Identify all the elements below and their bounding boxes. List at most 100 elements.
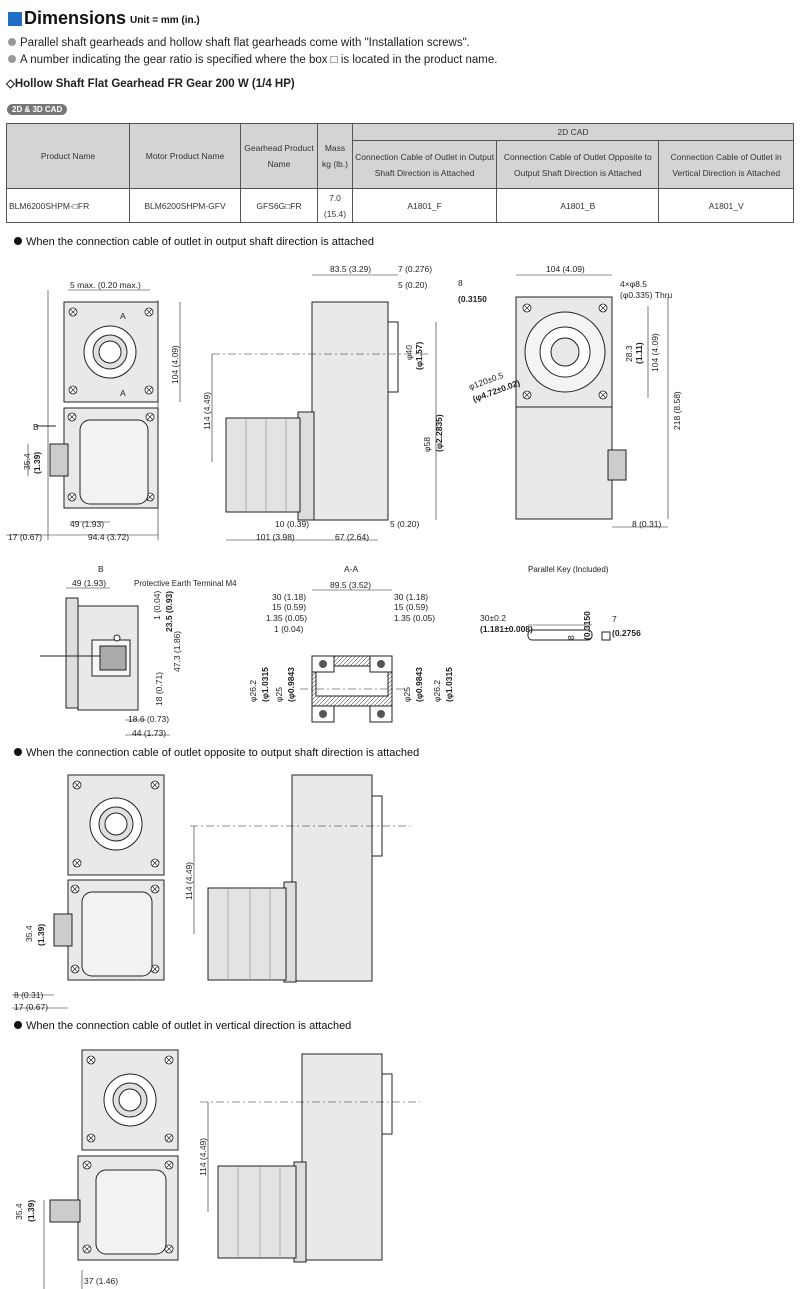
dim-8-s2: 8 (0.31) — [14, 990, 43, 1000]
dim-49: 49 (1.93) — [70, 519, 104, 529]
th-motor: Motor Product Name — [129, 123, 241, 189]
section-text: When the connection cable of outlet in o… — [26, 236, 374, 248]
dim-key-8-in: (0.3150 — [582, 611, 592, 640]
section-text: When the connection cable of outlet in v… — [26, 1020, 352, 1032]
dim-26-2-in: (φ1.0315 — [260, 667, 270, 702]
dim-26-2: φ26.2 — [248, 680, 258, 702]
page-title: Dimensions Unit = mm (in.) — [8, 8, 200, 29]
cell-cad-vertical[interactable]: A1801_V — [658, 188, 794, 223]
dim-1-b: 1 (0.04) — [152, 591, 162, 620]
dim-17: 17 (0.67) — [8, 532, 42, 542]
cell-mass: 7.0 (15.4) — [317, 188, 353, 223]
unit-label: Unit = mm (in.) — [130, 15, 200, 26]
note-text: Parallel shaft gearheads and hollow shaf… — [20, 37, 470, 49]
front-view-2 — [12, 774, 165, 1009]
dim-18: 18 (0.71) — [154, 672, 164, 706]
section-output: When the connection cable of outlet in o… — [14, 236, 374, 248]
dim-114: 114 (4.49) — [202, 392, 212, 430]
dim-15-left: 15 (0.59) — [272, 602, 306, 612]
bullet-icon — [8, 38, 16, 46]
th-cad: 2D CAD — [352, 123, 794, 141]
note-text: A number indicating the gear ratio is sp… — [20, 54, 498, 66]
dim-89-5: 89.5 (3.52) — [330, 580, 371, 590]
dim-8-rear: 8 (0.31) — [632, 519, 661, 529]
table-row: BLM6200SHPM-□FR BLM6200SHPM-GFV GFS6G□FR… — [6, 188, 794, 223]
front-view-1 — [6, 289, 181, 540]
side-view-3 — [200, 1053, 420, 1263]
dim-35-s2: 35.4 — [24, 925, 34, 942]
dim-7: 7 (0.276) — [398, 264, 432, 274]
bullet-icon — [14, 237, 22, 245]
dim-26-2-r: φ26.2 — [432, 680, 442, 702]
dim-94: 94.4 (3.72) — [88, 532, 129, 542]
bullet-icon — [14, 748, 22, 756]
side-view-1 — [211, 274, 437, 541]
marker-b: B — [33, 422, 39, 432]
dim-4x8-5-in: (φ0.335) Thru — [620, 290, 673, 300]
dim-17-s2: 17 (0.67) — [14, 1002, 48, 1012]
dim-104-side: 104 (4.09) — [650, 333, 660, 372]
dim-25-r-in: (φ0.9843 — [414, 667, 424, 702]
note-2: A number indicating the gear ratio is sp… — [8, 54, 497, 66]
spec-table: Product Name Motor Product Name Gearhead… — [6, 123, 794, 223]
th-cad-output: Connection Cable of Outlet in Output Sha… — [351, 140, 498, 189]
bullet-icon — [14, 1021, 22, 1029]
dim-49-b: 49 (1.93) — [72, 578, 106, 588]
mass-lb: (15.4) — [323, 208, 347, 219]
view-aa — [300, 589, 404, 723]
dim-1-35-right: 1.35 (0.05) — [394, 613, 435, 623]
side-view-2 — [190, 774, 410, 983]
dim-47-3: 47.3 (1.86) — [172, 631, 182, 672]
dim-key-30: 30±0.2 — [480, 613, 506, 623]
section-vertical: When the connection cable of outlet in v… — [14, 1020, 351, 1032]
th-mass: Mass kg (lb.) — [317, 123, 353, 189]
dim-101: 101 (3.98) — [256, 532, 295, 542]
dim-10: 10 (0.39) — [275, 519, 309, 529]
dim-58: φ58 — [422, 437, 432, 452]
bullet-icon — [8, 55, 16, 63]
dim-35: 35.4 — [22, 453, 32, 470]
dim-15-right: 15 (0.59) — [394, 602, 428, 612]
dim-key-7: 7 — [612, 614, 617, 624]
title-text: Dimensions — [24, 8, 127, 28]
dim-30-left: 30 (1.18) — [272, 592, 306, 602]
cad-badge[interactable]: 2D & 3D CAD — [7, 104, 68, 115]
dim-30-right: 30 (1.18) — [394, 592, 428, 602]
rear-view-1 — [515, 274, 669, 528]
subtitle: ◇Hollow Shaft Flat Gearhead FR Gear 200 … — [6, 78, 295, 90]
marker-a-bottom: A — [120, 388, 126, 398]
view-b — [40, 587, 170, 736]
section-opposite: When the connection cable of outlet oppo… — [14, 747, 419, 759]
dim-25-r: φ25 — [402, 687, 412, 702]
cell-gearhead: GFS6G□FR — [240, 188, 318, 223]
note-1: Parallel shaft gearheads and hollow shaf… — [8, 37, 470, 49]
dim-28: 28.3 — [624, 345, 634, 362]
dim-58-in: (φ2.2835) — [434, 414, 444, 452]
dim-114-s2: 114 (4.49) — [184, 862, 194, 900]
section-text: When the connection cable of outlet oppo… — [26, 747, 420, 759]
dim-25-in: (φ0.9843 — [286, 667, 296, 702]
view-b-label: B — [98, 564, 104, 574]
th-cad-opposite: Connection Cable of Outlet Opposite to O… — [496, 140, 660, 189]
parallel-key — [527, 624, 611, 641]
dim-key-7-in: (0.2756 — [612, 628, 641, 638]
dim-218: 218 (8.58) — [672, 391, 682, 430]
dim-26-2-r-in: (φ1.0315 — [444, 667, 454, 702]
dim-23-5: 23.5 (0.93) — [164, 591, 174, 632]
cell-motor: BLM6200SHPM-GFV — [129, 188, 241, 223]
view-aa-label: A-A — [344, 564, 359, 574]
dim-8: 8 — [458, 278, 463, 288]
mass-kg: 7.0 — [329, 192, 341, 203]
cell-cad-output[interactable]: A1801_F — [351, 188, 498, 223]
dim-37: 37 (1.46) — [84, 1276, 118, 1286]
dim-114-s3: 114 (4.49) — [198, 1138, 208, 1176]
front-view-3 — [43, 1049, 179, 1289]
cell-cad-opposite[interactable]: A1801_B — [496, 188, 660, 223]
cell-product: BLM6200SHPM-□FR — [6, 188, 130, 223]
dim-104: 104 (4.09) — [170, 345, 180, 384]
dim-4x8-5: 4×φ8.5 — [620, 279, 647, 289]
dim-35-s3-in: (1.39) — [26, 1200, 36, 1222]
dim-83: 83.5 (3.29) — [330, 264, 371, 274]
dim-18-6: 18.6 (0.73) — [128, 714, 169, 724]
